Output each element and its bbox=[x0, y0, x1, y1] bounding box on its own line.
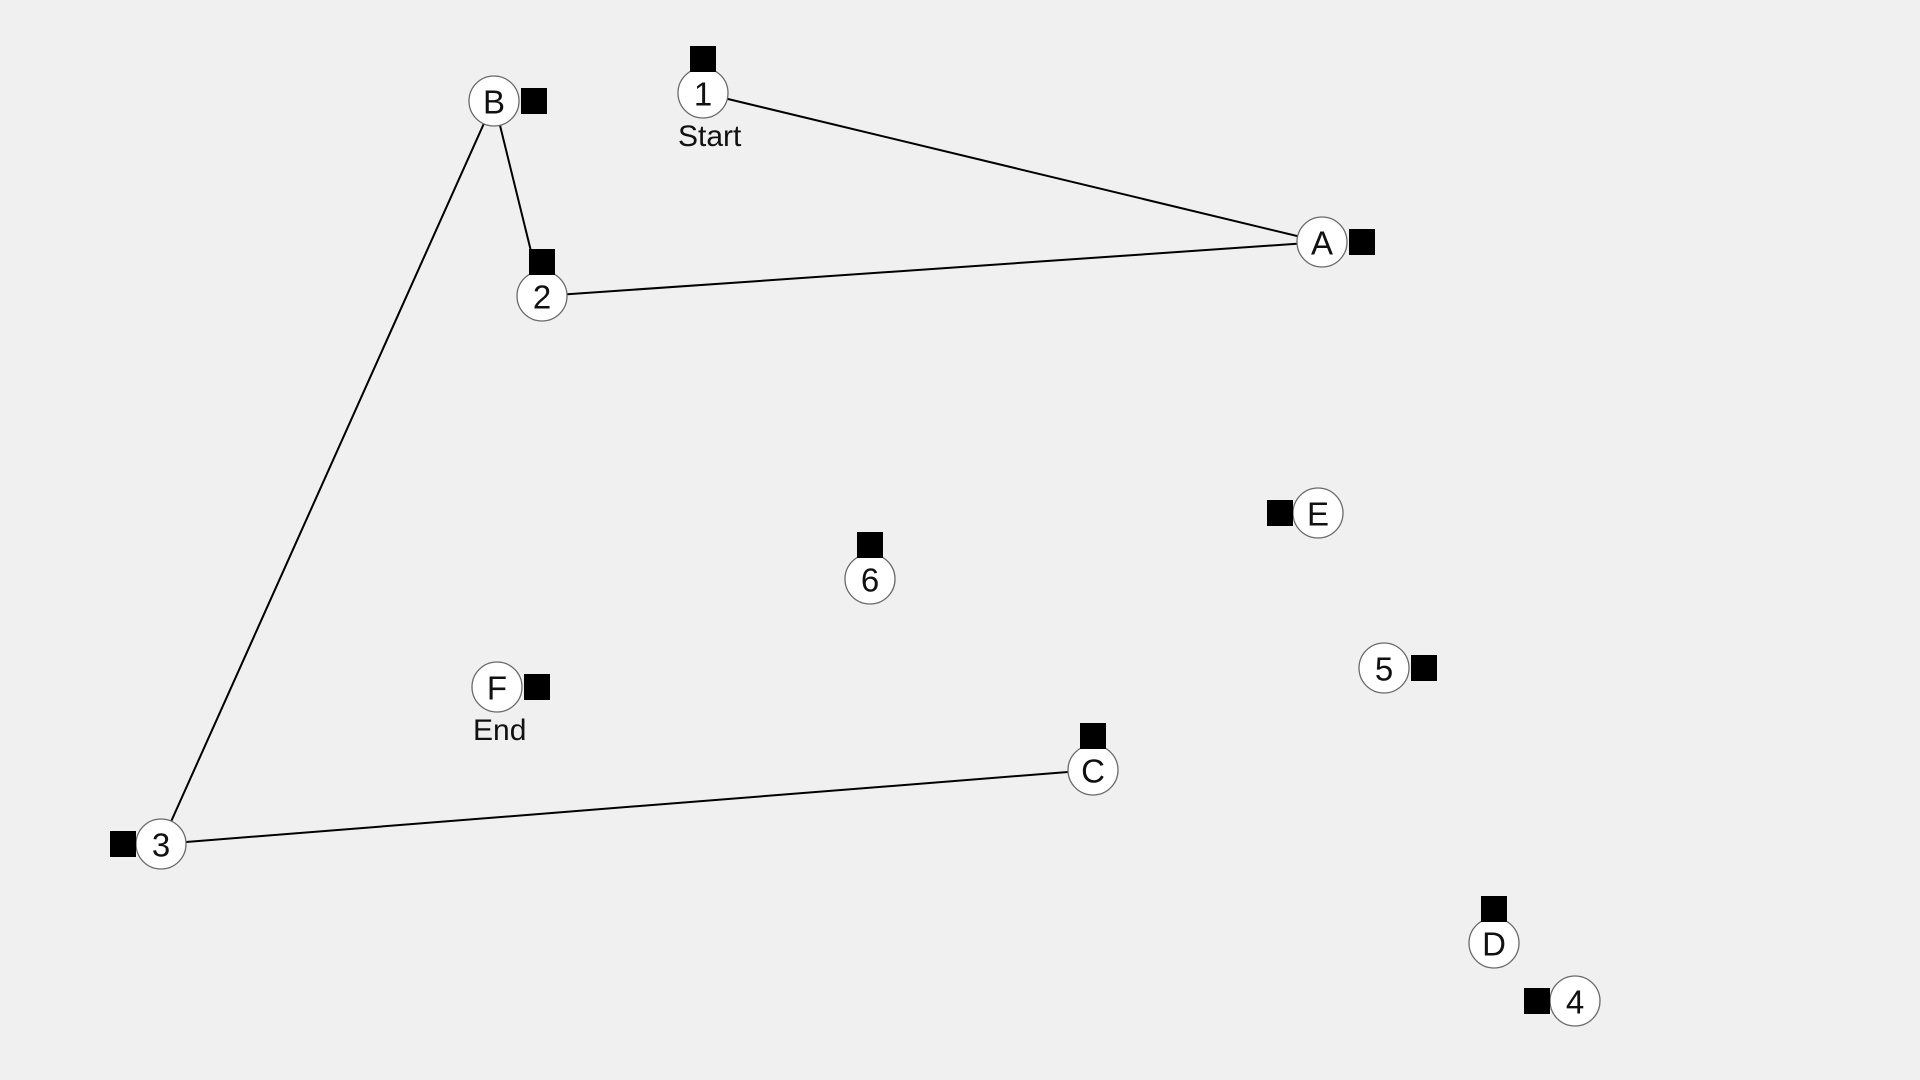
node-F[interactable]: F bbox=[471, 661, 550, 713]
connection-lines bbox=[160, 92, 1323, 845]
node-E[interactable]: E bbox=[1267, 487, 1344, 539]
node-label: 1 bbox=[694, 76, 712, 113]
connection-B-3 bbox=[160, 100, 495, 845]
node-4[interactable]: 4 bbox=[1524, 975, 1601, 1027]
connection-A-2 bbox=[541, 241, 1323, 297]
node-2[interactable]: 2 bbox=[516, 249, 568, 322]
node-label: 5 bbox=[1375, 651, 1393, 688]
node-label: 3 bbox=[152, 827, 170, 864]
start-label: Start bbox=[678, 120, 742, 153]
node-C[interactable]: C bbox=[1067, 723, 1119, 796]
node-circle[interactable] bbox=[1296, 216, 1348, 268]
end-label: End bbox=[473, 714, 526, 747]
connection-1-A bbox=[702, 92, 1323, 243]
node-1[interactable]: 1 bbox=[677, 46, 729, 119]
node-circle[interactable] bbox=[471, 661, 523, 713]
node-label: F bbox=[487, 670, 507, 707]
node-label: B bbox=[483, 84, 505, 121]
node-label: A bbox=[1311, 225, 1333, 262]
drag-handle[interactable] bbox=[1524, 988, 1550, 1014]
node-label: 4 bbox=[1566, 984, 1584, 1021]
node-label: C bbox=[1081, 753, 1105, 790]
drag-handle[interactable] bbox=[524, 674, 550, 700]
drag-handle[interactable] bbox=[1481, 896, 1507, 922]
nodes: 1 2 3 4 5 6 A B C D E F bbox=[110, 46, 1601, 1027]
drag-handle[interactable] bbox=[1080, 723, 1106, 749]
connection-3-C bbox=[160, 769, 1094, 845]
node-3[interactable]: 3 bbox=[110, 818, 187, 870]
drag-handle[interactable] bbox=[110, 831, 136, 857]
node-5[interactable]: 5 bbox=[1358, 642, 1437, 694]
drag-handle[interactable] bbox=[1349, 229, 1375, 255]
node-label: 2 bbox=[533, 279, 551, 316]
node-6[interactable]: 6 bbox=[844, 532, 896, 605]
drag-handle[interactable] bbox=[690, 46, 716, 72]
node-circle[interactable] bbox=[1358, 642, 1410, 694]
node-circle[interactable] bbox=[468, 75, 520, 127]
node-label: D bbox=[1482, 926, 1506, 963]
node-label: 6 bbox=[861, 562, 879, 599]
node-D[interactable]: D bbox=[1468, 896, 1520, 969]
drag-handle[interactable] bbox=[521, 88, 547, 114]
drag-handle[interactable] bbox=[529, 249, 555, 275]
node-A[interactable]: A bbox=[1296, 216, 1375, 268]
drag-handle[interactable] bbox=[1267, 500, 1293, 526]
drag-handle[interactable] bbox=[857, 532, 883, 558]
drag-handle[interactable] bbox=[1411, 655, 1437, 681]
node-label: E bbox=[1307, 496, 1329, 533]
node-B[interactable]: B bbox=[468, 75, 547, 127]
